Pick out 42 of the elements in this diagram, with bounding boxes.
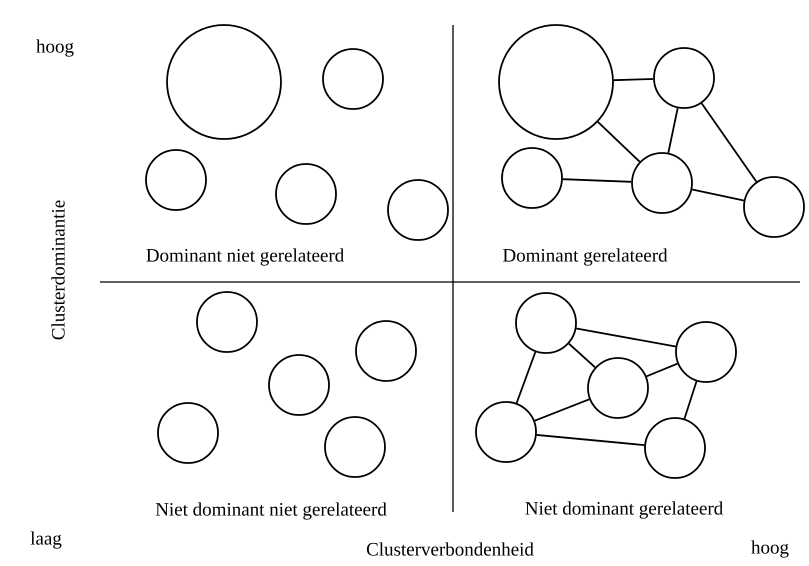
connector-line (597, 121, 640, 162)
circle (355, 320, 417, 382)
circle (644, 417, 706, 479)
connector-line (667, 108, 679, 153)
axis-label: laag (30, 531, 62, 549)
circle (322, 48, 384, 110)
circle (498, 24, 614, 140)
circle (515, 292, 577, 354)
circle (587, 357, 649, 419)
connector-line (516, 352, 536, 404)
circle (196, 291, 258, 353)
connector-line (534, 398, 590, 422)
circle (653, 47, 715, 109)
axis-title: Clusterverbondenheid (366, 542, 534, 556)
axis-label: hoog (36, 39, 74, 57)
circle (743, 176, 805, 238)
circle (387, 179, 449, 241)
circle (675, 321, 737, 383)
connector-line (536, 434, 644, 446)
circle (166, 24, 282, 140)
circle (631, 152, 693, 214)
connector-line (684, 381, 698, 419)
connector-line (692, 188, 744, 202)
connector-line (562, 178, 632, 183)
circle (501, 147, 563, 209)
circle (145, 149, 207, 211)
connector-line (576, 328, 676, 348)
quadrant-label: Dominant niet gerelateerd (146, 248, 344, 266)
connector-line (614, 78, 654, 82)
connector-line (700, 102, 758, 182)
circle (475, 401, 537, 463)
circle (324, 416, 386, 478)
quadrant-label: Niet dominant gerelateerd (525, 501, 723, 519)
connector-line (646, 362, 678, 378)
axis-title: Clusterdominantie (51, 200, 65, 340)
quadrant-label: Dominant gerelateerd (503, 248, 668, 266)
circle (275, 163, 337, 225)
connector-line (568, 343, 596, 368)
axis-label: hoog (751, 540, 789, 558)
quadrant-label: Niet dominant niet gerelateerd (156, 502, 387, 520)
circle (268, 354, 330, 416)
circle (157, 402, 219, 464)
